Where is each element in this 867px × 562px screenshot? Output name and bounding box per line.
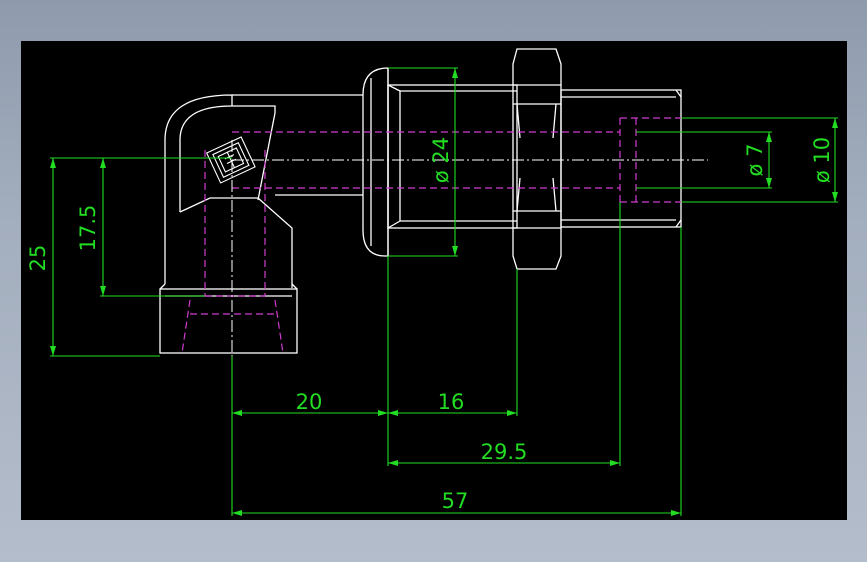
- technical-drawing: 25 17.5 20 16 29.5 57 ø 24 ø 7 ø 10: [26, 48, 838, 516]
- dim-width-16: 16: [438, 390, 465, 414]
- dim-diameter-24: ø 24: [429, 137, 453, 183]
- cad-viewport[interactable]: 25 17.5 20 16 29.5 57 ø 24 ø 7 ø 10: [21, 41, 847, 520]
- dim-width-57: 57: [442, 489, 469, 513]
- part-outline: [159, 48, 682, 354]
- dim-width-29-5: 29.5: [481, 440, 528, 464]
- dim-diameter-7: ø 7: [743, 144, 767, 177]
- dim-height-17-5: 17.5: [76, 205, 100, 252]
- center-lines: [231, 140, 708, 362]
- dimension-arrows: [50, 68, 838, 516]
- dimension-lines: [50, 67, 838, 516]
- stamp-mark-icon: [205, 136, 256, 184]
- dim-diameter-10: ø 10: [810, 137, 834, 183]
- dim-width-20: 20: [296, 390, 323, 414]
- dim-height-25: 25: [26, 245, 50, 272]
